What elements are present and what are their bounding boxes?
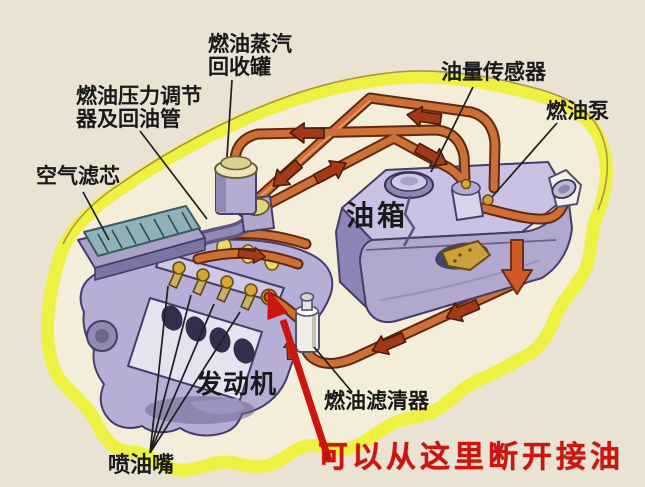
label-fuel-pressure-regulator: 燃油压力调节 器及回油管 bbox=[76, 84, 202, 132]
flow-arrow-down bbox=[501, 239, 533, 295]
label-air-filter: 空气滤芯 bbox=[36, 164, 120, 188]
filler-cap-graphic bbox=[548, 169, 582, 208]
pipe-filler-hose bbox=[478, 196, 570, 225]
fuel-cap-graphic bbox=[384, 171, 434, 247]
label-fuel-vapor-canister: 燃油蒸汽 回收罐 bbox=[208, 32, 292, 80]
float-pickup-graphic bbox=[441, 240, 491, 271]
label-engine: 发动机 bbox=[196, 370, 278, 400]
label-annotation-disconnect: 可以从这里断开接油 bbox=[318, 440, 624, 475]
leader-lines bbox=[82, 79, 558, 454]
vapor-canister-graphic bbox=[214, 155, 258, 215]
fuel-pump-graphic bbox=[451, 178, 494, 221]
label-fuel-pump: 燃油泵 bbox=[546, 99, 609, 123]
label-fuel-level-sensor: 油量传感器 bbox=[441, 60, 546, 84]
label-fuel-tank: 油箱 bbox=[346, 199, 409, 232]
injector-graphic bbox=[168, 261, 258, 311]
fuel-filter-graphic bbox=[295, 292, 320, 353]
label-fuel-filter: 燃油滤清器 bbox=[324, 389, 429, 413]
red-annotation-arrow bbox=[267, 289, 333, 463]
label-fuel-injector: 喷油嘴 bbox=[108, 453, 175, 478]
